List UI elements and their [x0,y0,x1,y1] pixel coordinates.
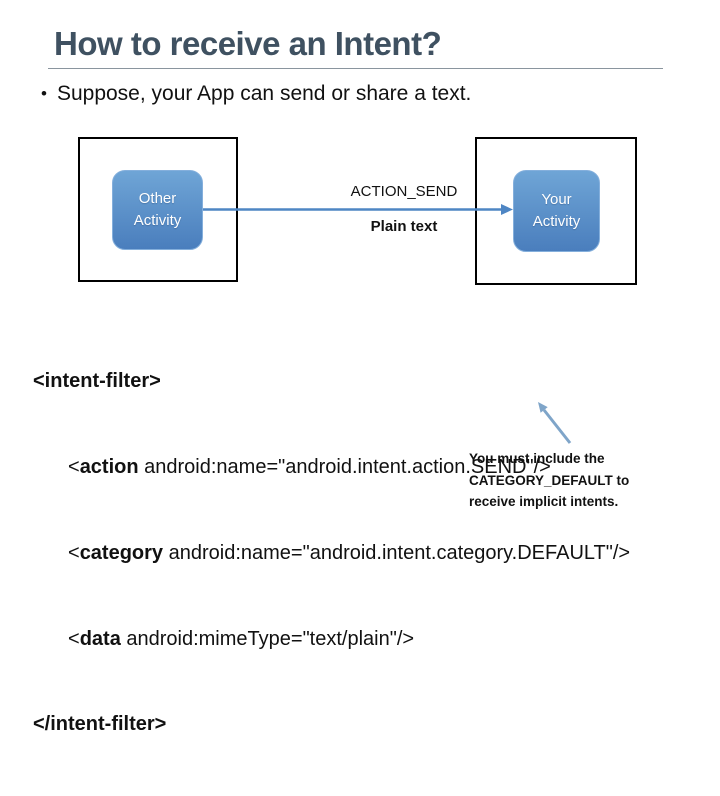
page-title: How to receive an Intent? [54,25,442,62]
your-activity-label-line2: Activity [532,213,581,230]
intent-filter-code: <intent-filter> <action android:name="an… [33,310,630,796]
other-activity-node: Other Activity [112,170,203,250]
bullet-line: • Suppose, your App can send or share a t… [41,82,471,106]
callout-note: You must include the CATEGORY_DEFAULT to… [469,448,629,513]
code-line-open: <intent-filter> [33,370,161,393]
action-send-label: ACTION_SEND [350,183,458,200]
callout-note-line1: You must include the [469,451,605,466]
bullet-icon: • [41,84,47,103]
your-activity-node: Your Activity [513,170,600,252]
plain-text-label: Plain text [370,218,438,235]
code-line-category: <category android:name="android.intent.c… [68,541,631,564]
code-line-data: <data android:mimeType="text/plain"/> [68,627,415,650]
code-line-close: </intent-filter> [33,713,167,736]
other-activity-label-line2: Activity [133,212,182,229]
title-underline [48,68,663,69]
send-arrow [203,204,513,215]
callout-note-line2: CATEGORY_DEFAULT to [469,472,630,488]
slide: How to receive an Intent? • Suppose, your… [33,25,663,735]
other-activity-label-line1: Other [138,190,177,208]
callout-note-line3: receive implicit intents. [469,494,619,509]
your-activity-label-line1: Your [541,191,572,209]
code-line-action: <action android:name="android.intent.act… [68,455,551,478]
bullet-text: Suppose, your App can send or share a te… [56,82,472,105]
